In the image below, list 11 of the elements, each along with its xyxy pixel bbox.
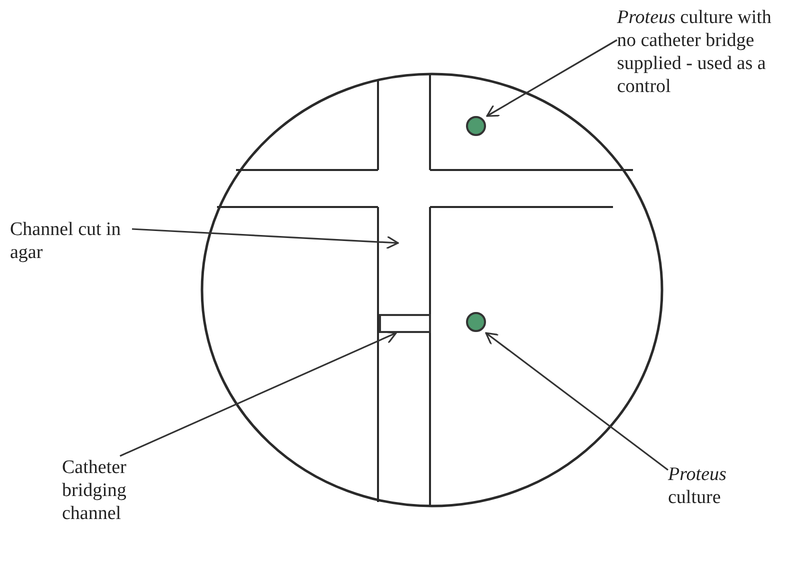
- callout-text: Catheter bridging channel: [62, 456, 162, 525]
- culture-dot: [466, 116, 486, 136]
- callout-text: Proteus culture: [668, 463, 758, 509]
- leader-arrow: [485, 332, 668, 471]
- catheter-segment: [379, 314, 431, 333]
- leader-arrow: [132, 228, 399, 250]
- leader-arrow: [486, 39, 618, 117]
- leader-arrow: [120, 331, 397, 457]
- callout-text: Proteus culture with no catheter bridge supplied - used as a control: [617, 6, 787, 98]
- callout-text: Channel cut in agar: [10, 218, 130, 264]
- culture-dot: [466, 312, 486, 332]
